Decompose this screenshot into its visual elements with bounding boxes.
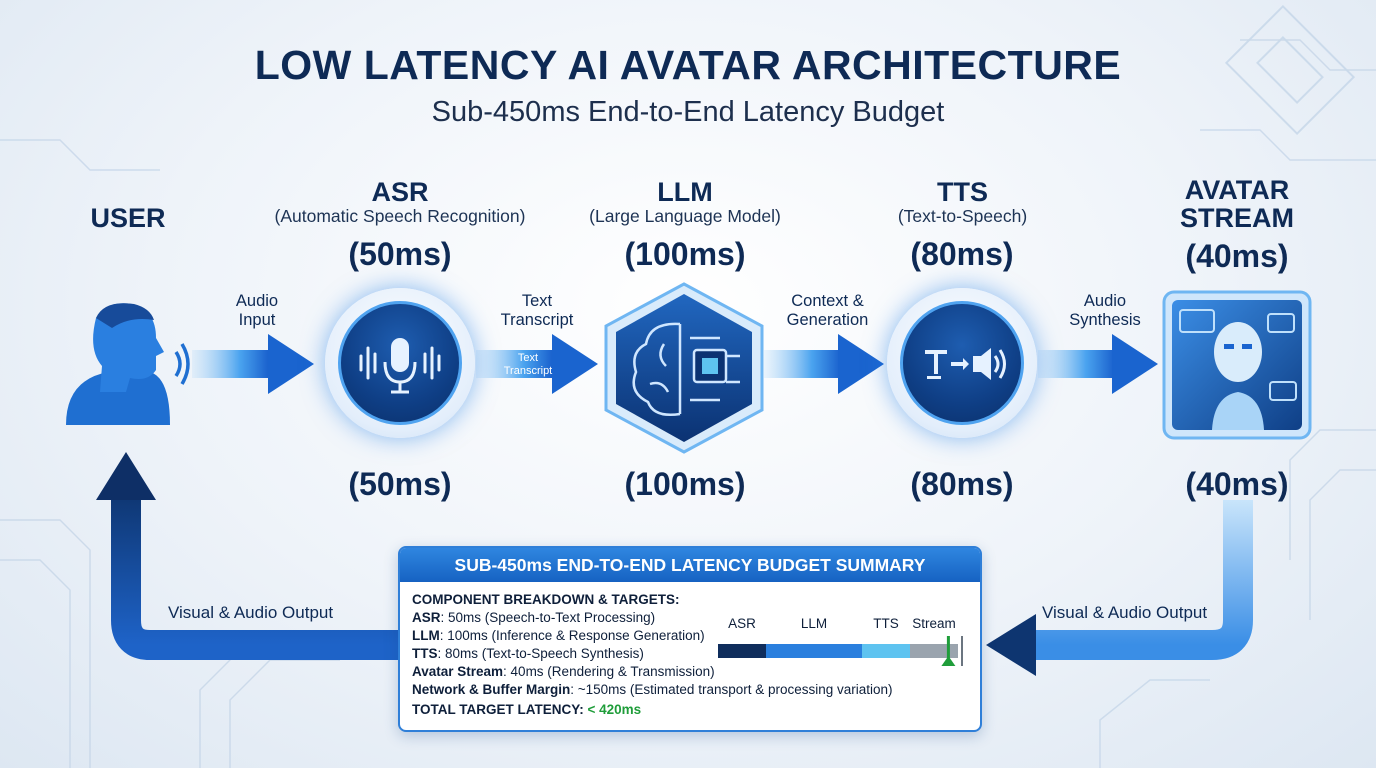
chip-outline-decoration (1224, 4, 1356, 136)
budget-target-marker (941, 636, 956, 666)
stage-avatar-latency-bottom: (40ms) (1185, 466, 1289, 502)
summary-key-network: Network & Buffer Margin (412, 682, 571, 697)
flow-arrow-context-generation (764, 334, 884, 394)
summary-header: SUB-450ms END-TO-END LATENCY BUDGET SUMM… (400, 548, 980, 582)
summary-total: TOTAL TARGET LATENCY: < 420ms (412, 702, 641, 717)
stage-tts-name: TTS (937, 177, 988, 207)
flow-label-context-generation: Context & Generation (770, 292, 885, 330)
stage-avatar-name-line2: STREAM (1180, 203, 1294, 233)
stage-avatar-header: AVATAR STREAM (1152, 176, 1322, 232)
stage-tts-latency-bottom: (80ms) (910, 466, 1014, 502)
budget-label-tts: TTS (873, 616, 899, 631)
flow-inline-line2: Transcript (503, 365, 553, 377)
stage-asr-subtitle: (Automatic Speech Recognition) (274, 206, 526, 226)
summary-key-avatar: Avatar Stream (412, 664, 504, 679)
asr-node (325, 288, 475, 438)
flow-label-audio-synthesis: Audio Synthesis (1050, 292, 1160, 330)
flow-label-text-transcript: Text Transcript (482, 292, 592, 330)
latency-budget-bar (718, 636, 963, 666)
stage-avatar-name-line1: AVATAR (1184, 175, 1290, 205)
circuit-background (0, 39, 1376, 768)
return-arrow-from-avatar (986, 500, 1253, 676)
stage-asr-latency-top: (50ms) (348, 236, 452, 272)
flow-label-audio-synthesis-line2: Synthesis (1069, 311, 1141, 329)
stage-llm-header: LLM (Large Language Model) (560, 178, 810, 227)
flow-label-context-line1: Context & (791, 292, 864, 310)
flow-label-audio-synthesis-line1: Audio (1083, 292, 1127, 310)
user-speaking-icon (66, 303, 190, 425)
summary-key-tts: TTS (412, 646, 438, 661)
asr-node-core (338, 301, 462, 425)
flow-inline-label-text-transcript: Text Transcript (488, 352, 568, 378)
summary-line-network: Network & Buffer Margin: ~150ms (Estimat… (412, 682, 893, 697)
budget-segment-stream (910, 644, 958, 658)
text-to-speaker-icon (925, 348, 1006, 380)
summary-text-avatar: : 40ms (Rendering & Transmission) (503, 664, 715, 679)
budget-label-stream: Stream (912, 616, 956, 631)
flow-label-context-line2: Generation (786, 311, 869, 329)
stage-llm-subtitle: (Large Language Model) (589, 206, 781, 226)
output-label-right: Visual & Audio Output (1042, 603, 1208, 622)
flow-label-audio-input-line2: Input (238, 311, 276, 329)
budget-label-asr: ASR (728, 616, 756, 631)
avatar-robot-icon (1162, 290, 1312, 440)
page-title: LOW LATENCY AI AVATAR ARCHITECTURE (254, 42, 1122, 88)
breakdown-title: COMPONENT BREAKDOWN & TARGETS: (412, 592, 680, 607)
summary-key-llm: LLM (412, 628, 440, 643)
summary-text-asr: : 50ms (Speech-to-Text Processing) (440, 610, 656, 625)
summary-key-asr: ASR (412, 610, 441, 625)
flow-inline-line1: Text (517, 352, 539, 364)
microphone-waveform-icon (359, 338, 441, 394)
budget-segment-tts (862, 644, 910, 658)
stage-tts-subtitle: (Text-to-Speech) (897, 206, 1028, 226)
summary-line-asr: ASR: 50ms (Speech-to-Text Processing) (412, 610, 655, 625)
stage-llm-latency-top: (100ms) (624, 236, 746, 272)
llm-brain-chip-icon (604, 282, 764, 454)
flow-label-audio-input-line1: Audio (235, 292, 279, 310)
return-arrow-to-user (96, 452, 400, 660)
user-label: USER (90, 203, 166, 233)
page-subtitle: Sub-450ms End-to-End Latency Budget (431, 96, 945, 128)
flow-label-text-transcript-line2: Transcript (500, 311, 574, 329)
summary-line-llm: LLM: 100ms (Inference & Response Generat… (412, 628, 705, 643)
budget-bar-labels: ASR LLM TTS Stream (718, 616, 958, 634)
flow-arrow-text-transcript (476, 334, 598, 394)
stage-asr-header: ASR (Automatic Speech Recognition) (260, 178, 540, 227)
summary-text-tts: : 80ms (Text-to-Speech Synthesis) (437, 646, 644, 661)
stage-tts-latency-top: (80ms) (910, 236, 1014, 272)
tts-node-core (900, 301, 1024, 425)
total-value: < 420ms (587, 702, 642, 717)
latency-summary-panel: SUB-450ms END-TO-END LATENCY BUDGET SUMM… (398, 546, 982, 732)
budget-label-llm: LLM (800, 616, 828, 631)
total-label: TOTAL TARGET LATENCY: (412, 702, 584, 717)
summary-line-avatar: Avatar Stream: 40ms (Rendering & Transmi… (412, 664, 715, 679)
output-label-left: Visual & Audio Output (168, 603, 334, 622)
stage-llm-name: LLM (657, 177, 713, 207)
summary-text-network: : ~150ms (Estimated transport & processi… (570, 682, 893, 697)
flow-arrow-audio-input (192, 334, 314, 394)
stage-llm-latency-bottom: (100ms) (624, 466, 746, 502)
stage-avatar-latency-top: (40ms) (1185, 238, 1289, 274)
tts-node (887, 288, 1037, 438)
budget-segment-asr (718, 644, 766, 658)
stage-asr-latency-bottom: (50ms) (348, 466, 452, 502)
flow-label-audio-input: Audio Input (207, 292, 307, 330)
flow-label-text-transcript-line1: Text (521, 292, 553, 310)
stage-tts-header: TTS (Text-to-Speech) (850, 178, 1075, 227)
summary-line-tts: TTS: 80ms (Text-to-Speech Synthesis) (412, 646, 644, 661)
flow-arrow-audio-synthesis (1038, 334, 1158, 394)
budget-segment-llm (766, 644, 862, 658)
summary-text-llm: : 100ms (Inference & Response Generation… (439, 628, 705, 643)
stage-asr-name: ASR (371, 177, 429, 207)
